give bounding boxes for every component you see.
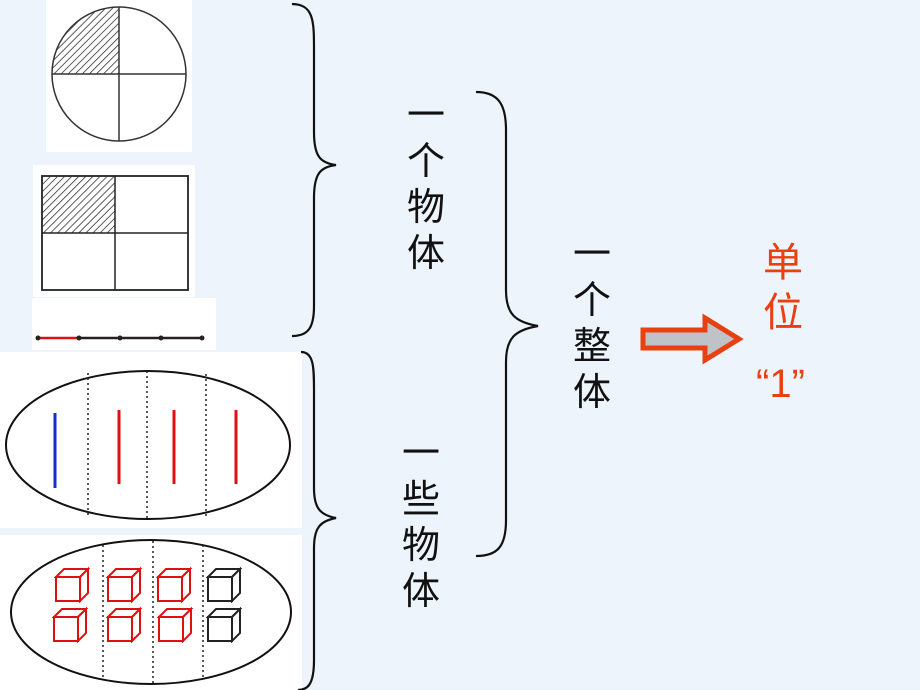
brace-one-whole — [475, 90, 539, 558]
square-figure — [41, 175, 189, 291]
segment-panel — [32, 298, 216, 350]
sticks-figure — [5, 370, 291, 520]
label-some-objects: 一些物体 — [401, 431, 440, 613]
label-one-object: 一个物体 — [406, 93, 445, 275]
brace-some-objects — [297, 350, 337, 690]
segment-figure — [35, 335, 205, 341]
brace-one-object — [291, 2, 337, 338]
arrow-icon — [640, 313, 744, 365]
label-unit: 单位 — [763, 240, 803, 336]
circle-figure — [51, 6, 187, 142]
label-unit-one: “1” — [756, 362, 805, 406]
cubes-figure — [10, 539, 292, 685]
label-one-whole: 一个整体 — [572, 232, 611, 414]
braces — [291, 2, 539, 690]
